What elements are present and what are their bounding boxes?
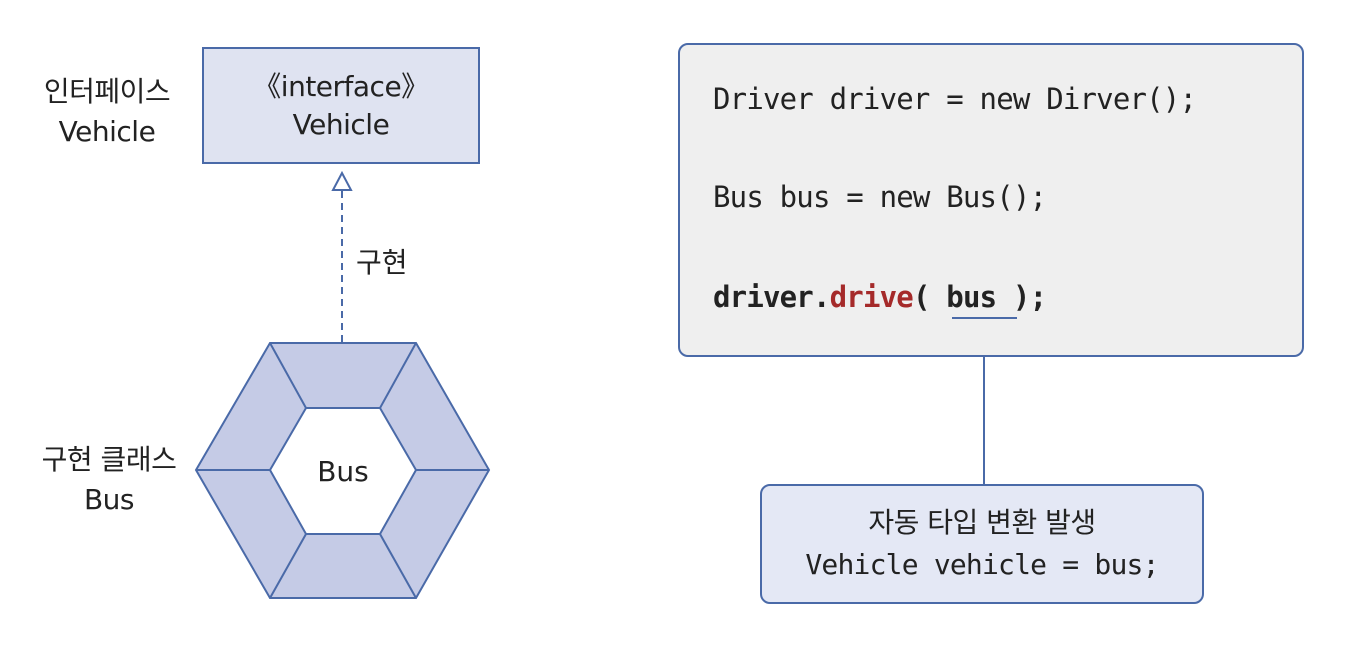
code-close-paren: ); (996, 280, 1047, 314)
interface-side-label-line1: 인터페이스 (43, 75, 171, 108)
interface-side-label: 인터페이스 Vehicle (22, 72, 192, 152)
code-object: driver (713, 280, 814, 314)
conversion-note-code: Vehicle vehicle = bus; (805, 548, 1159, 581)
interface-box: 《interface》 Vehicle (202, 47, 480, 164)
hexagon-spoke (269, 533, 307, 599)
interface-side-label-line2: Vehicle (58, 115, 156, 148)
code-dot: . (812, 280, 830, 314)
code-line-drive-call: driver.drive( bus ); (713, 277, 1047, 317)
code-argument: bus (946, 280, 997, 314)
implementation-side-label-line2: Bus (83, 483, 135, 516)
code-line-driver: Driver driver = new Dirver(); (713, 82, 1197, 116)
interface-stereotype: 《interface》 (253, 69, 429, 103)
implementation-side-label: 구현 클래스 Bus (20, 440, 198, 520)
implementation-side-label-line1: 구현 클래스 (41, 443, 177, 476)
hexagon-spoke (379, 533, 417, 599)
code-method-name: drive (829, 280, 914, 314)
code-panel: Driver driver = new Dirver(); Bus bus = … (678, 43, 1304, 357)
code-line-bus: Bus bus = new Bus(); (713, 180, 1047, 214)
conversion-note: 자동 타입 변환 발생 Vehicle vehicle = bus; (760, 484, 1204, 604)
hexagon-spoke (269, 342, 307, 409)
conversion-note-title: 자동 타입 변환 발생 (868, 506, 1096, 539)
hexagon-spoke (379, 342, 417, 409)
argument-underline (952, 317, 1017, 319)
realization-label: 구현 (356, 246, 408, 279)
code-open-paren: ( (912, 280, 947, 314)
interface-name: Vehicle (292, 107, 390, 141)
realization-arrowhead (331, 170, 353, 191)
bus-class-name: Bus (317, 455, 369, 488)
